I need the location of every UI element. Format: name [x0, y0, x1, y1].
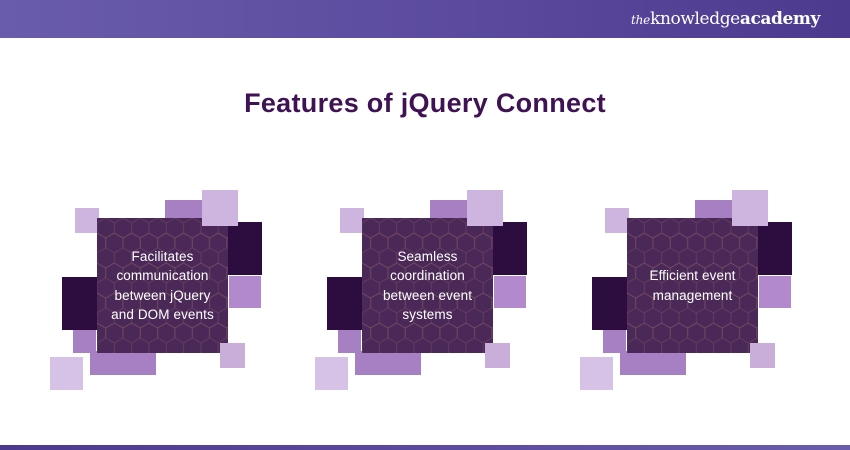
logo-the: the: [631, 13, 651, 27]
feature-card-text: Seamless coordination between event syst…: [382, 248, 473, 323]
decor-square: [620, 351, 686, 375]
decor-square: [220, 343, 245, 368]
decor-square: [62, 277, 97, 330]
feature-card-1: Facilitates communication between jQuery…: [50, 185, 272, 395]
decor-square: [605, 208, 629, 233]
decor-square: [430, 200, 468, 218]
decor-square: [603, 330, 626, 353]
feature-card-text: Efficient event management: [649, 268, 736, 303]
footer-bar: [0, 445, 850, 450]
decor-square: [493, 222, 527, 275]
decor-square: [467, 190, 503, 226]
decor-square: [340, 208, 364, 233]
decor-square: [73, 330, 96, 353]
decor-square: [90, 351, 156, 375]
honeycomb-pattern: [627, 218, 758, 353]
feature-card-body: Facilitates communication between jQuery…: [97, 218, 228, 353]
feature-card-text: Facilitates communication between jQuery…: [111, 248, 214, 323]
decor-square: [338, 330, 361, 353]
decor-square: [228, 222, 262, 275]
decor-square: [732, 190, 768, 226]
logo-knowledge: knowledge: [650, 9, 740, 29]
feature-card-2: Seamless coordination between event syst…: [315, 185, 537, 395]
page-title: Features of jQuery Connect: [244, 88, 606, 118]
honeycomb-pattern: [97, 218, 228, 353]
decor-square: [485, 343, 510, 368]
decor-square: [165, 200, 203, 218]
feature-card-body: Efficient event management: [627, 218, 758, 353]
decor-square: [759, 276, 791, 308]
honeycomb-pattern: [362, 218, 493, 353]
decor-square: [50, 357, 83, 390]
decor-square: [580, 357, 613, 390]
decor-square: [327, 277, 362, 330]
decor-square: [592, 277, 627, 330]
decor-square: [494, 276, 526, 308]
decor-square: [202, 190, 238, 226]
feature-card-3: Efficient event management: [580, 185, 802, 395]
brand-logo: theknowledgeacademy: [631, 0, 820, 38]
decor-square: [75, 208, 99, 233]
decor-square: [355, 351, 421, 375]
decor-square: [229, 276, 261, 308]
decor-square: [758, 222, 792, 275]
decor-square: [695, 200, 733, 218]
decor-square: [315, 357, 348, 390]
decor-square: [750, 343, 775, 368]
header-bar: theknowledgeacademy: [0, 0, 850, 38]
logo-academy: academy: [739, 9, 821, 29]
feature-card-body: Seamless coordination between event syst…: [362, 218, 493, 353]
